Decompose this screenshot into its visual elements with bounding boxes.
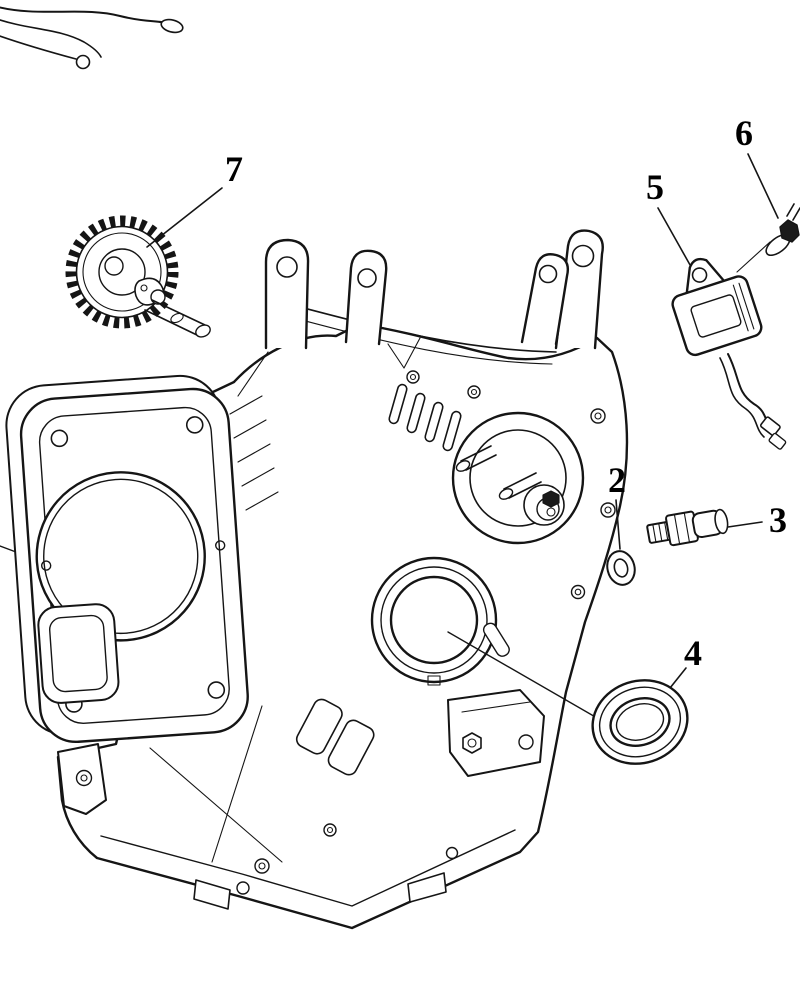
callout-label-6: 6	[735, 113, 753, 153]
louver-slots	[388, 383, 462, 452]
callout-label-4: 4	[684, 633, 702, 673]
foot-tab	[193, 879, 231, 910]
ear-bolt-hole	[538, 264, 558, 284]
leader-3	[727, 521, 763, 528]
rib-boss	[295, 698, 343, 755]
head-bolt-hole	[207, 681, 226, 699]
gear-hub	[104, 256, 124, 276]
base-flange	[57, 622, 545, 910]
wire-terminal	[75, 54, 91, 70]
coil-body	[671, 275, 763, 357]
mounting-studs	[455, 445, 560, 508]
camshaft-gear	[65, 215, 211, 338]
crank-bore	[370, 556, 498, 686]
callout-label-3: 3	[769, 500, 787, 540]
left-foot	[57, 743, 107, 815]
small-bolt-head	[542, 490, 560, 508]
dowel-hole	[215, 540, 226, 551]
coil-lug-hole	[691, 267, 708, 283]
head-bolt-hole	[185, 416, 204, 434]
callout-label-5: 5	[646, 167, 664, 207]
coil-connector	[760, 416, 781, 437]
ear-bolt-hole	[276, 256, 298, 278]
rib-boss	[327, 719, 375, 776]
oil-seal	[591, 679, 689, 765]
cover-hub	[451, 411, 585, 545]
leader-2	[615, 499, 621, 550]
wire-harness	[0, 6, 184, 70]
leader-5	[657, 207, 695, 273]
leader-7	[146, 187, 223, 248]
ear-bolt-hole	[571, 244, 595, 268]
leader-6	[747, 153, 779, 219]
coil-bolt	[765, 203, 800, 257]
crankcase-details	[0, 305, 557, 553]
cylinder-bore	[35, 471, 206, 642]
bolt-head	[779, 219, 800, 243]
sealing-washer	[606, 550, 636, 586]
dipstick-slot	[482, 622, 510, 657]
ear-bolt-hole	[357, 268, 377, 288]
dowel-hole	[40, 560, 52, 571]
callout-label-2: 2	[608, 460, 626, 500]
cylinder-face-plate	[5, 374, 249, 744]
head-bolt-hole	[50, 429, 69, 448]
coil-lug	[685, 257, 725, 298]
gear-teeth	[65, 215, 179, 329]
drain-bracket	[447, 689, 545, 777]
callout-label-7: 7	[225, 149, 243, 189]
gear-shaft	[144, 299, 206, 337]
foot-tab	[407, 872, 447, 903]
oil-level-switch	[646, 508, 729, 547]
drain-plug	[462, 732, 482, 754]
ignition-coil	[671, 241, 787, 450]
coil-connector	[768, 432, 787, 450]
wire-terminal	[160, 18, 184, 34]
side-cutout	[37, 603, 120, 704]
mounting-ears	[264, 229, 604, 350]
cover-bolts	[467, 385, 616, 600]
